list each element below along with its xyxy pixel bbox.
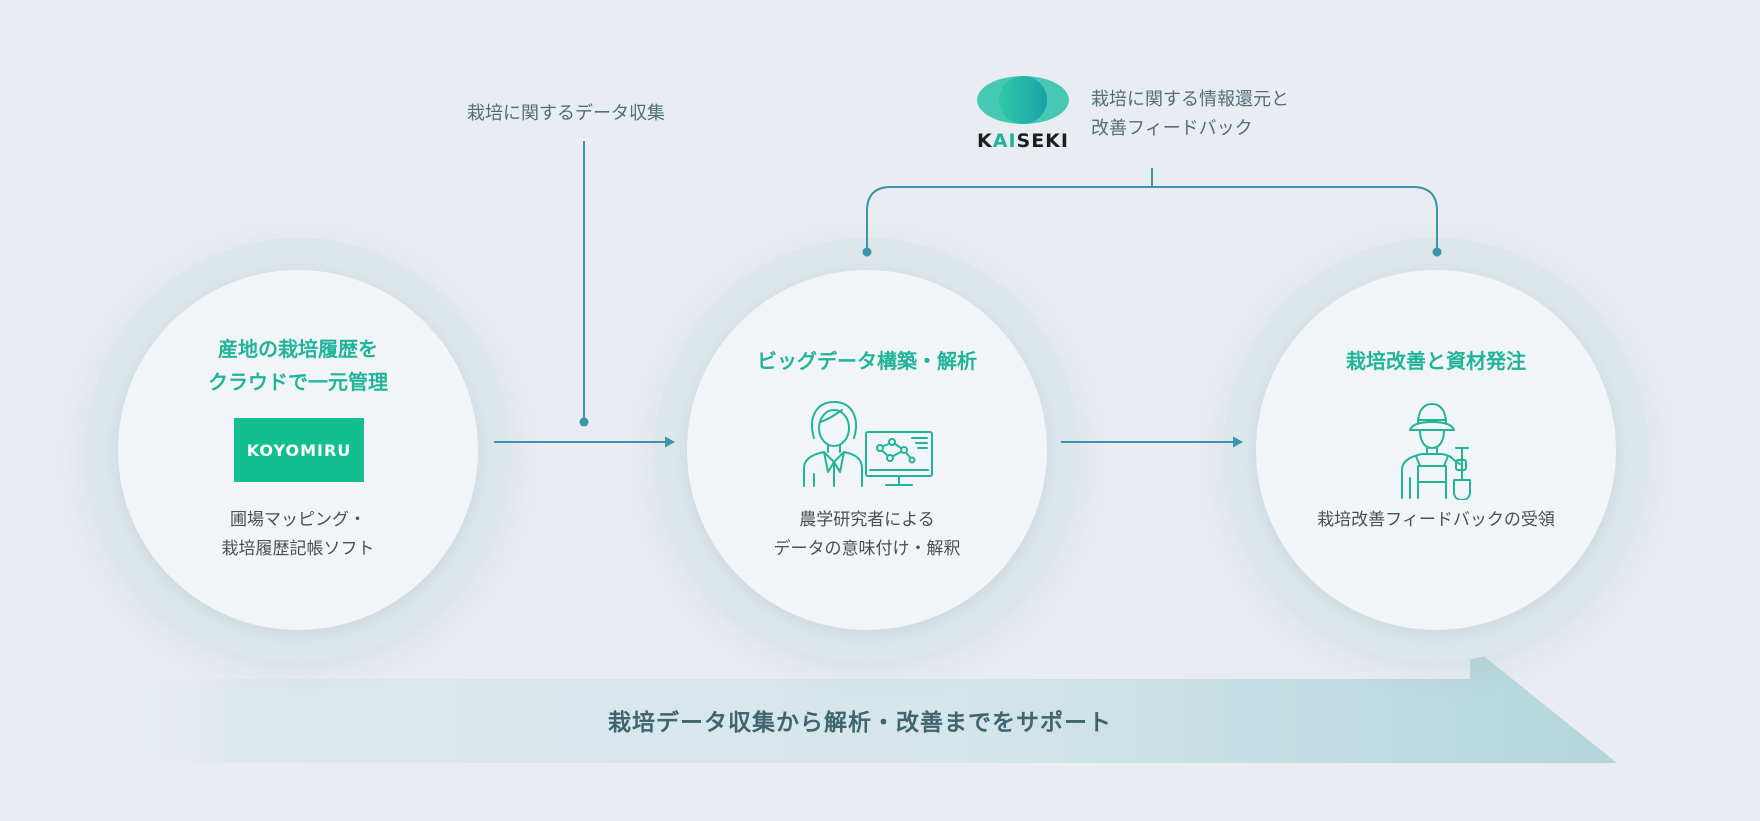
kaiseki-logo-icon bbox=[976, 74, 1070, 126]
step-1-title-line1: 産地の栽培履歴を bbox=[118, 333, 478, 366]
feedback-label-line1: 栽培に関する情報還元と bbox=[1091, 85, 1289, 115]
step-2-title: ビッグデータ構築・解析 bbox=[687, 345, 1047, 378]
step-1-desc-line2: 栽培履歴記帳ソフト bbox=[118, 535, 478, 564]
collect-drop-dot bbox=[580, 418, 589, 427]
step-2-desc-line1: 農学研究者による bbox=[687, 506, 1047, 535]
collect-data-label: 栽培に関するデータ収集 bbox=[467, 99, 665, 129]
kaiseki-logo-text-accent: AI bbox=[993, 130, 1017, 152]
step-3-title: 栽培改善と資材発注 bbox=[1256, 345, 1616, 378]
feedback-bracket bbox=[867, 187, 1437, 252]
arrowhead-1 bbox=[665, 437, 675, 448]
banner-text: 栽培データ収集から解析・改善までをサポート bbox=[608, 703, 1112, 737]
feedback-label-line2: 改善フィードバック bbox=[1091, 114, 1253, 144]
step-2-desc-line2: データの意味付け・解釈 bbox=[687, 535, 1047, 564]
researcher-with-monitor-icon bbox=[800, 398, 936, 488]
kaiseki-logo-text-suffix: SEKI bbox=[1017, 130, 1069, 152]
kaiseki-logo-text-prefix: K bbox=[977, 130, 993, 152]
koyomiru-logo: KOYOMIRU bbox=[234, 418, 364, 482]
bracket-right-dot bbox=[1433, 248, 1442, 257]
bracket-left-dot bbox=[863, 248, 872, 257]
kaiseki-logo-text: KAISEKI bbox=[977, 130, 1069, 152]
arrowhead-2 bbox=[1233, 437, 1243, 448]
step-3-desc: 栽培改善フィードバックの受領 bbox=[1256, 506, 1616, 535]
step-1-desc-line1: 圃場マッピング・ bbox=[118, 506, 478, 535]
step-1-title-line2: クラウドで一元管理 bbox=[118, 366, 478, 399]
farmer-with-shovel-icon bbox=[1398, 400, 1478, 500]
